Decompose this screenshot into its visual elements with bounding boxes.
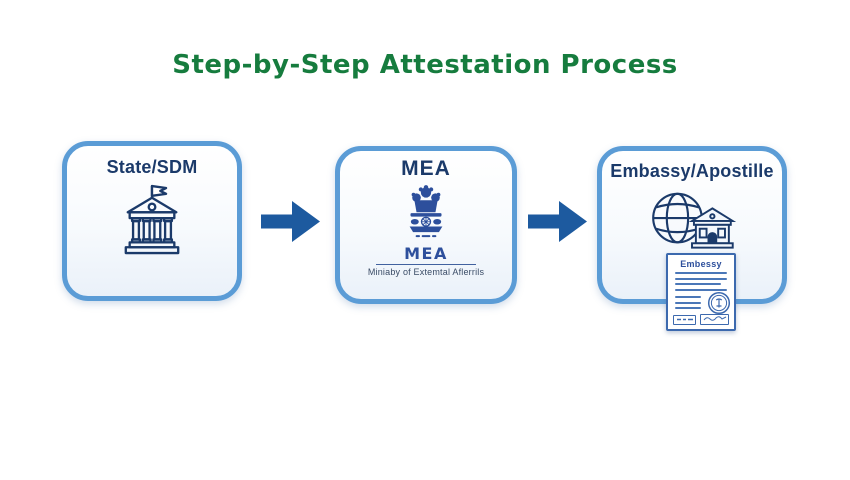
mea-divider [376, 264, 476, 265]
step-label-mea: MEA [401, 157, 451, 180]
government-building-flag-icon [124, 184, 180, 255]
document-text-line [675, 288, 727, 291]
step-card-state-sdm: State/SDM [62, 141, 242, 301]
flow-arrow-icon [528, 201, 587, 242]
mea-wordmark: MEA [404, 244, 448, 263]
document-text-line [675, 277, 727, 280]
document-title: Embessy [680, 259, 722, 269]
document-text-line [675, 301, 701, 304]
document-text-line [675, 307, 701, 309]
flow-arrow-icon [261, 201, 320, 242]
page-title: Step-by-Step Attestation Process [172, 50, 678, 80]
embassy-document: Embessy [666, 253, 736, 331]
official-seal-icon [707, 291, 731, 315]
step-card-mea: MEA MEA [335, 146, 517, 304]
document-text-line [675, 283, 721, 285]
step-label-state-sdm: State/SDM [106, 157, 198, 177]
document-text-line [675, 272, 727, 274]
globe-embassy-building-icon [652, 192, 737, 249]
step-label-embassy-apostille: Embassy/Apostille [610, 161, 774, 181]
step-card-embassy-apostille: Embassy/Apostille Embessy [597, 146, 787, 331]
document-text-line [675, 296, 701, 298]
signature-stamp-icon [700, 314, 729, 325]
ashoka-lion-capital-emblem-icon [409, 185, 443, 238]
mea-caption: Miniaby of Extemtal Aflerrils [367, 267, 485, 277]
stamp-icon [673, 315, 696, 325]
